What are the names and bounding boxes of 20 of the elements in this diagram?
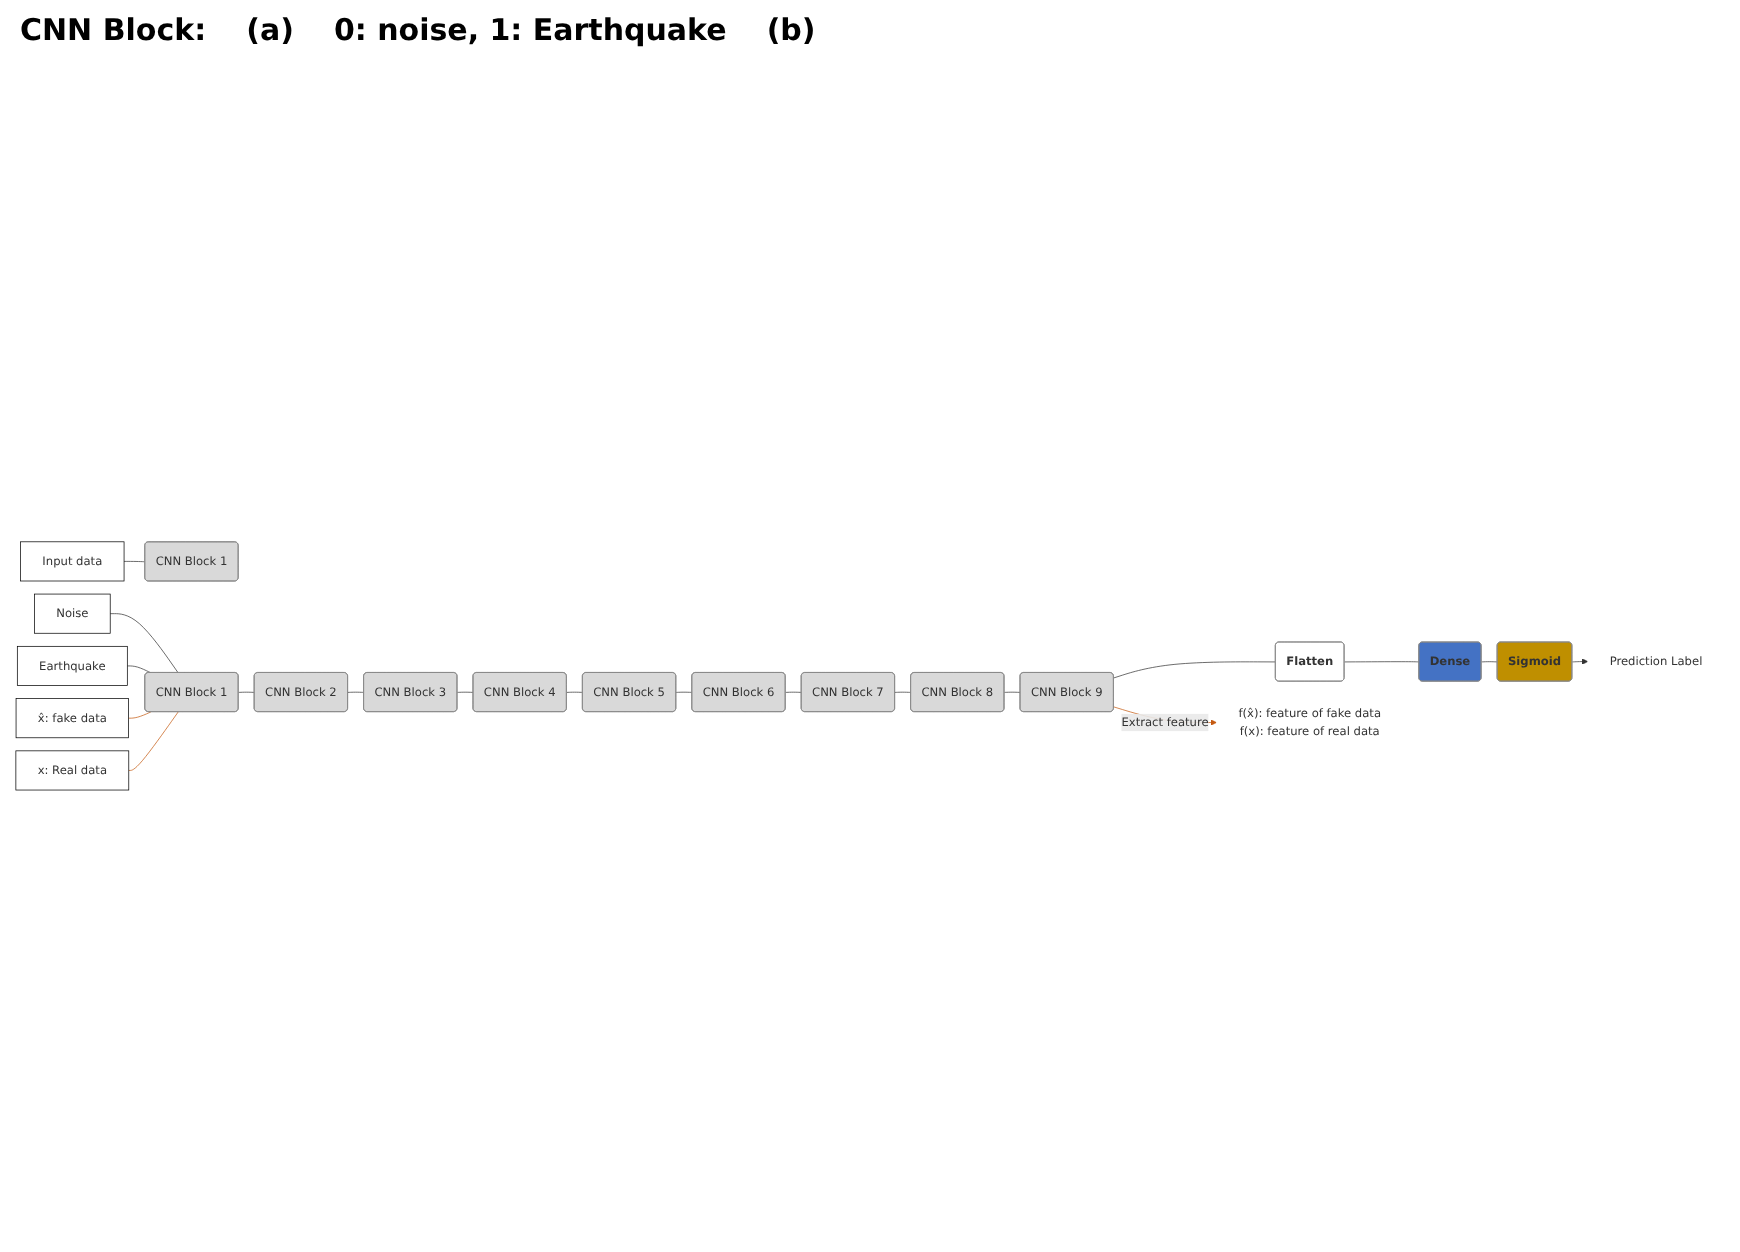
connector (566, 691, 584, 693)
panel-label: (b) (766, 12, 816, 48)
connector (1113, 661, 1277, 679)
connector (675, 691, 693, 693)
connector (109, 613, 179, 674)
connector (238, 691, 255, 693)
connector (894, 691, 912, 693)
connector (128, 711, 152, 719)
connector (123, 561, 146, 563)
connector (457, 691, 474, 693)
panel-label: (a) (246, 12, 294, 48)
connector (785, 691, 802, 693)
connector (1481, 661, 1498, 663)
connector (126, 665, 152, 674)
connector (128, 711, 179, 771)
connector (1344, 661, 1420, 663)
connector (1004, 691, 1021, 693)
connector (347, 691, 365, 693)
panel-label: 0: noise, 1: Earthquake (333, 12, 727, 48)
panel-label: CNN Block: (20, 12, 207, 48)
